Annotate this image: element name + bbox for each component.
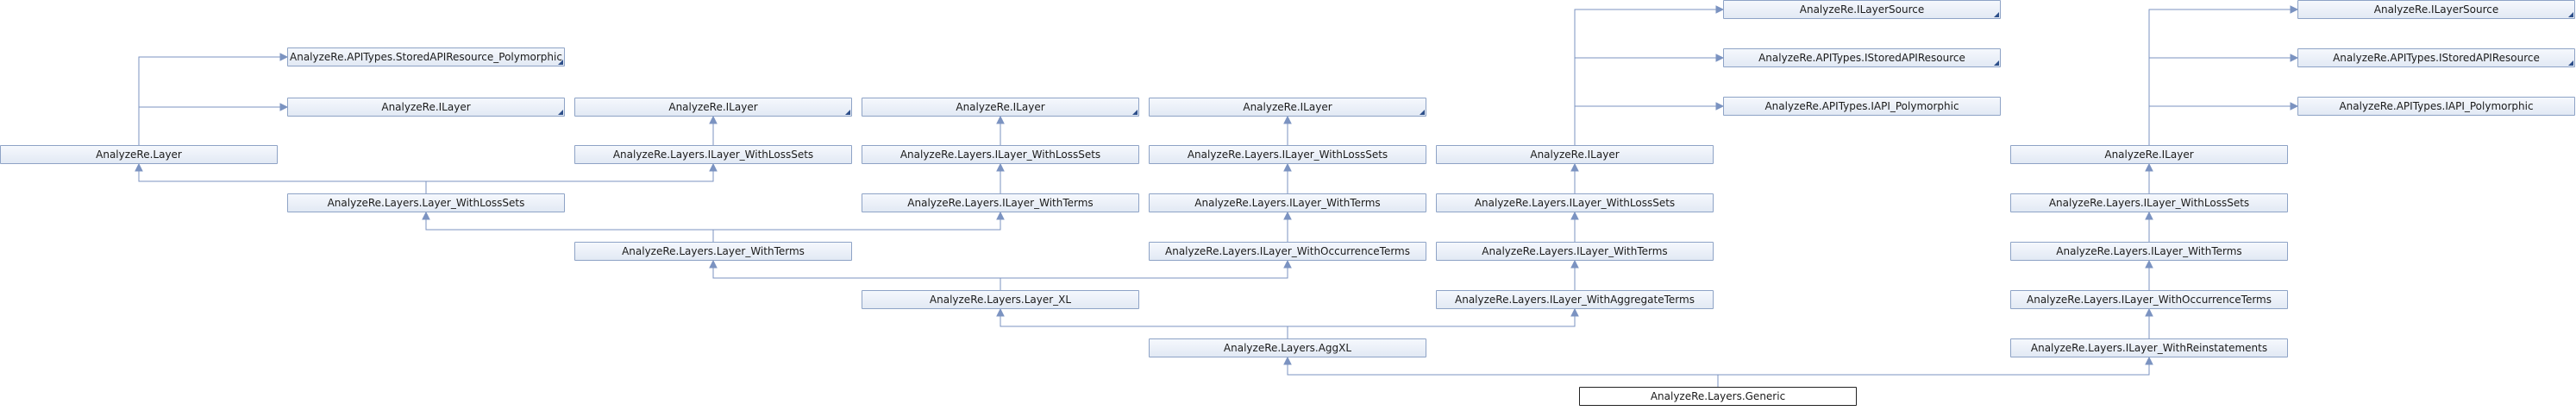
- node-ilayer-3[interactable]: AnalyzeRe.ILayer: [862, 98, 1139, 117]
- node-ilayer-withaggregateterms[interactable]: AnalyzeRe.Layers.ILayer_WithAggregateTer…: [1436, 290, 1714, 309]
- inheritance-edge: [138, 164, 427, 193]
- node-istoredapiresource-2[interactable]: AnalyzeRe.APITypes.IStoredAPIResource: [2297, 48, 2575, 67]
- arrowhead: [996, 162, 1005, 172]
- arrowhead: [709, 259, 718, 269]
- inheritance-edge: [1000, 309, 1288, 338]
- arrowhead: [996, 115, 1005, 124]
- node-ilayer-withoccurrenceterms-2[interactable]: AnalyzeRe.Layers.ILayer_WithOccurrenceTe…: [2010, 290, 2288, 309]
- arrowhead: [1570, 307, 1579, 317]
- node-ilayer-withlosssets-5[interactable]: AnalyzeRe.Layers.ILayer_WithLossSets: [2010, 193, 2288, 212]
- arrowhead: [2145, 356, 2153, 365]
- arrowhead: [996, 307, 1005, 317]
- arrowhead: [2145, 211, 2153, 220]
- arrowhead: [2145, 259, 2153, 269]
- inheritance-edge: [1718, 357, 2150, 376]
- node-ilayer-withreinstatements[interactable]: AnalyzeRe.Layers.ILayer_WithReinstatemen…: [2010, 338, 2288, 357]
- arrowhead: [1570, 162, 1579, 172]
- arrowhead: [2290, 5, 2299, 14]
- inheritance-edge: [138, 56, 287, 145]
- node-ilayer-5[interactable]: AnalyzeRe.ILayer: [1436, 145, 1714, 164]
- arrowhead: [1283, 115, 1292, 124]
- inheritance-edge: [1288, 309, 1576, 327]
- node-ilayer-4[interactable]: AnalyzeRe.ILayer: [1149, 98, 1426, 117]
- inheritance-edge: [713, 212, 1001, 231]
- arrowhead: [996, 211, 1005, 220]
- arrowhead: [2145, 307, 2153, 317]
- arrowhead: [1283, 162, 1292, 172]
- arrowhead: [1715, 5, 1725, 14]
- node-layer-withterms[interactable]: AnalyzeRe.Layers.Layer_WithTerms: [574, 242, 852, 261]
- arrowhead: [135, 162, 143, 172]
- arrowhead: [422, 211, 430, 220]
- node-ilayer-withterms-3[interactable]: AnalyzeRe.Layers.ILayer_WithTerms: [1436, 242, 1714, 261]
- inheritance-edge: [1287, 357, 1719, 387]
- node-ilayer-withterms-1[interactable]: AnalyzeRe.Layers.ILayer_WithTerms: [862, 193, 1139, 212]
- node-aggxl[interactable]: AnalyzeRe.Layers.AggXL: [1149, 338, 1426, 357]
- inheritance-edge: [1574, 9, 1723, 145]
- node-istoredapiresource-1[interactable]: AnalyzeRe.APITypes.IStoredAPIResource: [1723, 48, 2001, 67]
- arrowhead: [2145, 162, 2153, 172]
- inheritance-edge: [1000, 261, 1288, 279]
- arrowhead: [1570, 259, 1579, 269]
- node-iapi-polymorphic-1[interactable]: AnalyzeRe.APITypes.IAPI_Polymorphic: [1723, 97, 2001, 116]
- node-layer-withlosssets[interactable]: AnalyzeRe.Layers.Layer_WithLossSets: [287, 193, 565, 212]
- node-ilayer-withterms-2[interactable]: AnalyzeRe.Layers.ILayer_WithTerms: [1149, 193, 1426, 212]
- node-stored-api-resource-polymorphic[interactable]: AnalyzeRe.APITypes.StoredAPIResource_Pol…: [287, 47, 565, 66]
- arrowhead: [279, 53, 289, 61]
- node-ilayer-withlosssets-1[interactable]: AnalyzeRe.Layers.ILayer_WithLossSets: [574, 145, 852, 164]
- node-ilayer-2[interactable]: AnalyzeRe.ILayer: [574, 98, 852, 117]
- node-ilayer-withlosssets-4[interactable]: AnalyzeRe.Layers.ILayer_WithLossSets: [1436, 193, 1714, 212]
- node-ilayer-withterms-4[interactable]: AnalyzeRe.Layers.ILayer_WithTerms: [2010, 242, 2288, 261]
- node-ilayer-1[interactable]: AnalyzeRe.ILayer: [287, 98, 565, 117]
- arrowhead: [709, 115, 718, 124]
- arrowhead: [1283, 356, 1292, 365]
- node-generic[interactable]: AnalyzeRe.Layers.Generic: [1579, 387, 1857, 406]
- arrowhead: [709, 162, 718, 172]
- node-ilayer-withoccurrenceterms-1[interactable]: AnalyzeRe.Layers.ILayer_WithOccurrenceTe…: [1149, 242, 1426, 261]
- inheritance-edge: [2148, 9, 2297, 145]
- node-ilayer-6[interactable]: AnalyzeRe.ILayer: [2010, 145, 2288, 164]
- node-iapi-polymorphic-2[interactable]: AnalyzeRe.APITypes.IAPI_Polymorphic: [2297, 97, 2575, 116]
- node-layer[interactable]: AnalyzeRe.Layer: [0, 145, 278, 164]
- node-ilayer-withlosssets-3[interactable]: AnalyzeRe.Layers.ILayer_WithLossSets: [1149, 145, 1426, 164]
- arrowhead: [1715, 102, 1725, 111]
- node-layer-xl[interactable]: AnalyzeRe.Layers.Layer_XL: [862, 290, 1139, 309]
- arrowhead: [1715, 54, 1725, 62]
- arrowhead: [1570, 211, 1579, 220]
- arrowhead: [1283, 259, 1292, 269]
- arrowhead: [2290, 54, 2299, 62]
- arrowhead: [279, 103, 289, 111]
- inheritance-edge: [425, 212, 714, 242]
- inheritance-edge: [426, 164, 714, 182]
- node-ilayer-withlosssets-2[interactable]: AnalyzeRe.Layers.ILayer_WithLossSets: [862, 145, 1139, 164]
- node-ilayersource-1[interactable]: AnalyzeRe.ILayerSource: [1723, 0, 2001, 19]
- inheritance-edge: [712, 261, 1001, 290]
- arrowhead: [2290, 102, 2299, 111]
- node-ilayersource-2[interactable]: AnalyzeRe.ILayerSource: [2297, 0, 2575, 19]
- arrowhead: [1283, 211, 1292, 220]
